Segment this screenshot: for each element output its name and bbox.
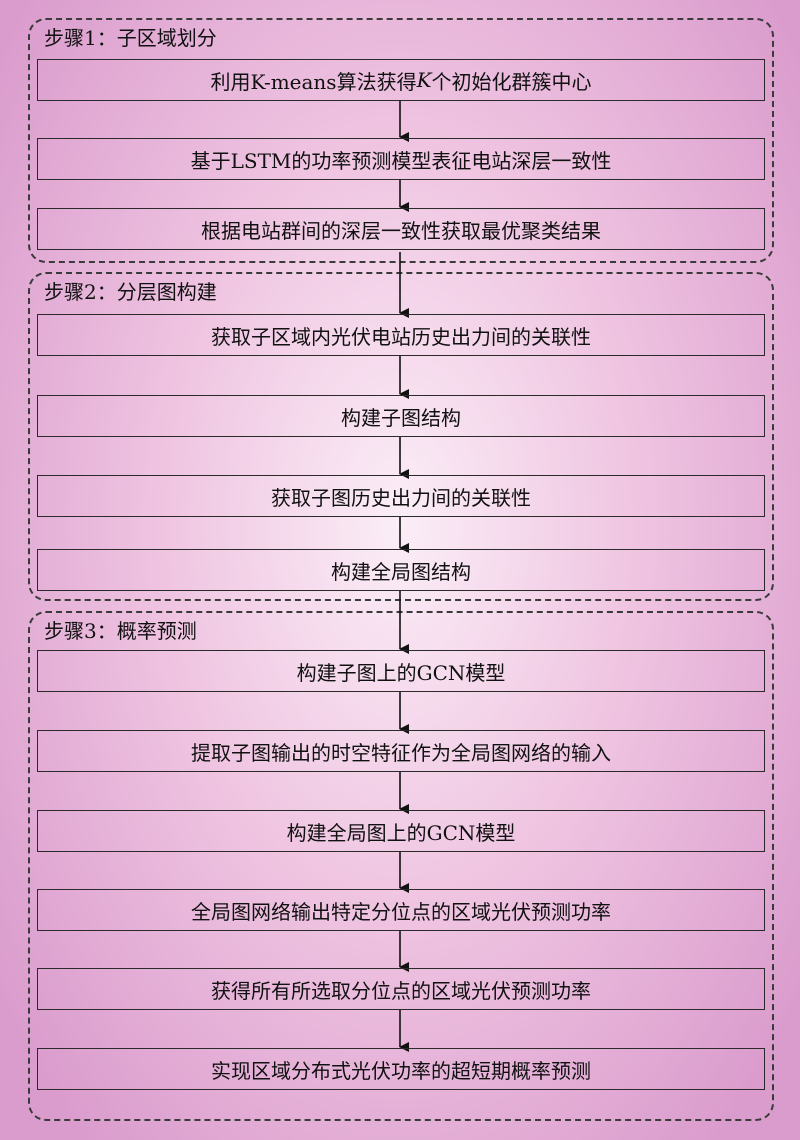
step2-group: 步骤2：分层图构建 bbox=[28, 272, 774, 601]
step1-box-1-pre: 利用K-means算法获得 bbox=[210, 69, 417, 94]
step3-box-5: 获得所有所选取分位点的区域光伏预测功率 bbox=[37, 968, 765, 1010]
step1-label: 步骤1：子区域划分 bbox=[44, 26, 217, 50]
step2-box-1: 获取子区域内光伏电站历史出力间的关联性 bbox=[37, 314, 765, 356]
step2-box-4: 构建全局图结构 bbox=[37, 549, 765, 591]
step3-box-6: 实现区域分布式光伏功率的超短期概率预测 bbox=[37, 1048, 765, 1090]
step3-box-3: 构建全局图上的GCN模型 bbox=[37, 810, 765, 852]
step1-box-3: 根据电站群间的深层一致性获取最优聚类结果 bbox=[37, 208, 765, 250]
step2-label: 步骤2：分层图构建 bbox=[44, 280, 217, 304]
step3-box-1: 构建子图上的GCN模型 bbox=[37, 650, 765, 692]
step3-group: 步骤3：概率预测 bbox=[28, 611, 774, 1121]
step1-box-1-post: 个初始化群簇中心 bbox=[431, 69, 592, 94]
step1-box-2: 基于LSTM的功率预测模型表征电站深层一致性 bbox=[37, 138, 765, 180]
step2-box-3: 获取子图历史出力间的关联性 bbox=[37, 475, 765, 517]
step3-box-2: 提取子图输出的时空特征作为全局图网络的输入 bbox=[37, 730, 765, 772]
step1-box-1-em: K bbox=[416, 68, 432, 92]
step1-group: 步骤1：子区域划分 bbox=[28, 18, 774, 263]
step3-label: 步骤3：概率预测 bbox=[44, 619, 197, 643]
step3-box-4: 全局图网络输出特定分位点的区域光伏预测功率 bbox=[37, 889, 765, 931]
step2-box-2: 构建子图结构 bbox=[37, 395, 765, 437]
